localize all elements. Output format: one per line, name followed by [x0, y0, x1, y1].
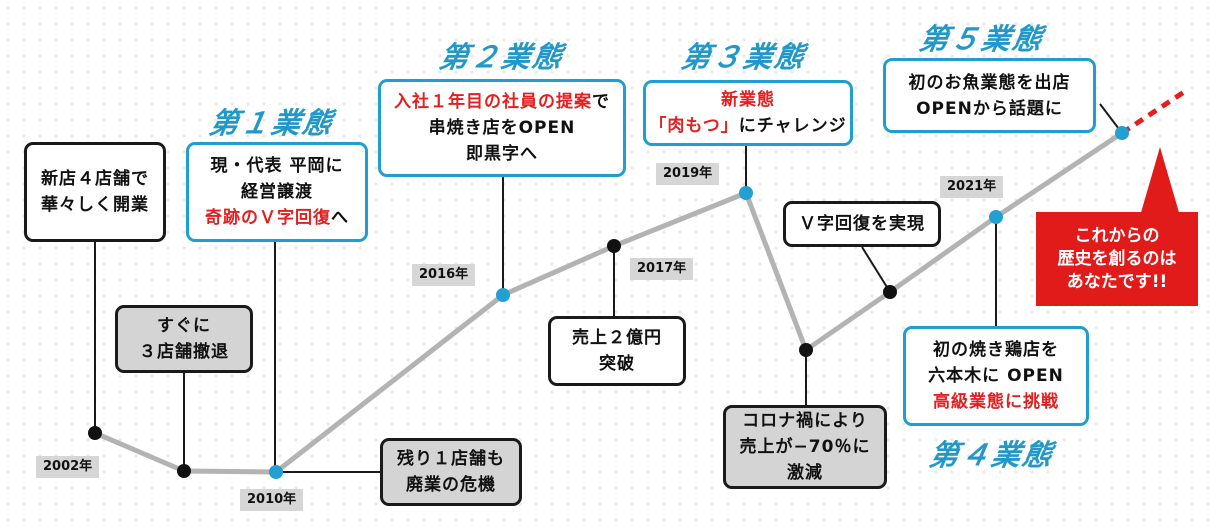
- event-text-line: 新店４店舗で: [41, 166, 149, 192]
- event-text: OPENから話題に: [916, 98, 1063, 119]
- event-text: Ｖ字回復を実現: [799, 214, 925, 234]
- event-text: 入社１年目の社員の提案: [394, 92, 592, 112]
- timeline-dot: [269, 465, 283, 479]
- timeline-dot: [799, 343, 813, 357]
- year-label-2016: 2016年: [412, 264, 476, 286]
- event-text-line: 初の焼き鶏店を: [933, 337, 1059, 363]
- event-text-line: 残り１店舗も: [397, 446, 505, 472]
- event-text: すぐに: [157, 316, 211, 336]
- event-box-opening: 新店４店舗で華々しく開業: [24, 142, 166, 242]
- event-text-line: 高級業態に挑戦: [933, 389, 1059, 415]
- event-text: 残り１店舗も: [397, 449, 505, 469]
- event-text-line: 入社１年目の社員の提案で: [394, 89, 610, 115]
- year-label-2002: 2002年: [36, 456, 100, 478]
- event-text: 廃業の危機: [406, 475, 496, 495]
- callout-line: 歴史を創るのは: [1057, 248, 1177, 269]
- event-text: 新店４店舗で: [41, 169, 149, 189]
- event-text: 新業態: [721, 90, 775, 110]
- event-text-line: 現・代表 平岡に: [211, 153, 344, 179]
- event-text-line: 即黒字へ: [466, 141, 538, 167]
- event-text-line: 六本木に OPEN: [928, 363, 1064, 389]
- timeline-dot: [989, 210, 1003, 224]
- callout-pointer: [1140, 147, 1180, 216]
- event-box-crisis: 残り１店舗も廃業の危機: [380, 438, 522, 506]
- connector: [861, 246, 891, 293]
- event-text: コロナ禍により: [742, 411, 868, 431]
- timeline-dot: [88, 426, 102, 440]
- event-text-line: 串焼き店をOPEN: [429, 115, 576, 141]
- event-text: 経営譲渡: [241, 182, 313, 202]
- event-text: 初の焼き鶏店を: [933, 340, 1059, 360]
- event-text-line: ３店舗撤退: [139, 339, 229, 365]
- event-text: 初のお魚業態を出店: [908, 72, 1071, 93]
- future-dashed-line: [1120, 89, 1186, 136]
- event-text-line: コロナ禍により: [742, 408, 868, 434]
- event-text-tail: にチャレンジ: [738, 116, 847, 136]
- event-text-tail: で: [592, 92, 610, 112]
- event-text: 六本木に OPEN: [928, 366, 1064, 386]
- phase-3-heading: 第３業態: [678, 40, 809, 74]
- callout-line: あなたです!!: [1066, 271, 1168, 292]
- event-text-line: OPENから話題に: [916, 96, 1063, 122]
- event-text-line: 新業態: [721, 87, 775, 113]
- event-text: 奇跡のＶ字回復: [205, 208, 331, 228]
- event-text-line: 華々しく開業: [41, 192, 149, 218]
- future-callout: これからの 歴史を創るのは あなたです!!: [1036, 212, 1198, 306]
- phase-4-heading: 第４業態: [926, 438, 1057, 472]
- event-box-v-recovery: 現・代表 平岡に経営譲渡奇跡のＶ字回復へ: [186, 142, 368, 242]
- growth-line: [94, 130, 1124, 475]
- event-box-recovery: Ｖ字回復を実現: [783, 201, 941, 247]
- event-text-line: 廃業の危機: [406, 472, 496, 498]
- event-text-line: 奇跡のＶ字回復へ: [205, 205, 349, 231]
- timeline-dot: [607, 239, 621, 253]
- event-text: ３店舗撤退: [139, 342, 229, 362]
- event-box-nikumotsu: 新業態「肉もつ」にチャレンジ: [643, 80, 853, 146]
- event-text: 売上２億円: [572, 328, 662, 348]
- event-text: 売上が−70％に: [739, 437, 871, 457]
- timeline-dot: [177, 464, 191, 478]
- timeline-dot: [1115, 126, 1129, 140]
- event-text-line: 突破: [599, 351, 635, 377]
- event-text: 現・代表 平岡に: [210, 156, 344, 176]
- event-text-line: 売上２億円: [572, 325, 662, 351]
- event-text-tail: へ: [331, 208, 349, 228]
- event-text-line: 売上が−70％に: [740, 434, 871, 460]
- event-box-sales-milestone: 売上２億円突破: [548, 316, 686, 386]
- timeline-dot: [883, 285, 897, 299]
- event-text: 突破: [599, 354, 635, 374]
- event-box-covid: コロナ禍により売上が−70％に激減: [723, 405, 887, 489]
- event-text: 激減: [787, 463, 823, 483]
- phase-2-heading: 第２業態: [436, 40, 567, 74]
- year-label-2021: 2021年: [940, 176, 1004, 198]
- year-label-2010: 2010年: [240, 489, 304, 511]
- timeline-dot: [496, 288, 510, 302]
- event-text-line: 「肉もつ」にチャレンジ: [649, 113, 846, 139]
- callout-line: これからの: [1074, 225, 1160, 246]
- event-text-line: 経営譲渡: [241, 179, 313, 205]
- event-text-line: Ｖ字回復を実現: [799, 211, 925, 237]
- year-label-2019: 2019年: [656, 163, 720, 185]
- event-box-withdrawal: すぐに ３店舗撤退: [115, 305, 253, 373]
- phase-1-heading: 第１業態: [206, 106, 337, 140]
- event-text: 即黒字へ: [466, 144, 538, 164]
- year-label-2017: 2017年: [630, 258, 694, 280]
- timeline-dot: [739, 186, 753, 200]
- event-text-line: 激減: [787, 460, 823, 486]
- event-box-fish: 初のお魚業態を出店 OPENから話題に: [883, 58, 1096, 133]
- event-text: 串焼き店をOPEN: [428, 118, 576, 138]
- event-text: 華々しく開業: [41, 195, 149, 215]
- event-text: 高級業態に挑戦: [933, 392, 1059, 412]
- event-text-line: 初のお魚業態を出店: [909, 70, 1071, 96]
- phase-5-heading: 第５業態: [916, 22, 1047, 56]
- event-box-yakitori: 初の焼き鶏店を六本木に OPEN 高級業態に挑戦: [903, 326, 1089, 426]
- event-text: 「肉もつ」: [649, 116, 739, 136]
- event-text-line: すぐに: [157, 313, 211, 339]
